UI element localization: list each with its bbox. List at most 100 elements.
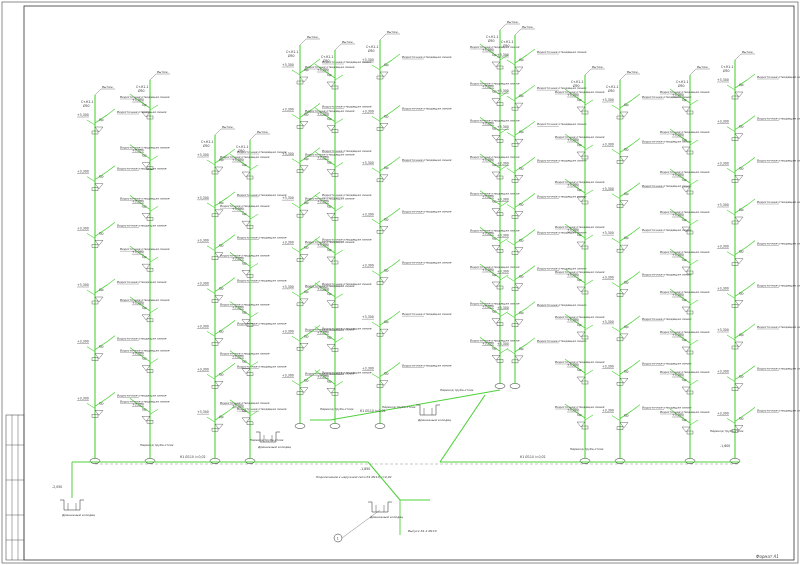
cleanout-symbol — [144, 458, 156, 464]
branch-pipe — [746, 365, 756, 372]
revision-symbol — [211, 299, 219, 303]
revision-symbol — [511, 251, 519, 255]
branch-pipe — [299, 286, 313, 296]
branch-pipe — [689, 419, 699, 426]
branch-pipe — [94, 114, 108, 124]
trap-label: Gp — [219, 158, 224, 162]
branch-pipe — [746, 240, 756, 247]
elevation-label: +3,300 — [717, 203, 729, 207]
riser-diameter: Ø50 — [503, 43, 510, 48]
branch-pipe — [746, 115, 756, 122]
elevation-label: +3,300 — [232, 306, 244, 310]
elevation-mid: -1,850 — [360, 467, 370, 471]
branch-pipe — [137, 302, 151, 312]
revision-symbol — [91, 244, 99, 248]
revision-symbol — [731, 387, 739, 391]
elevation-label: +3,300 — [317, 287, 329, 291]
revision-symbol — [331, 129, 339, 133]
trap-label: Gp — [682, 178, 687, 182]
fixture-symbol — [619, 333, 629, 340]
elevation-label: +3,300 — [672, 293, 684, 297]
fixture-symbol — [681, 266, 691, 273]
branch-pipe — [619, 365, 633, 375]
branch-pipe — [514, 163, 528, 172]
cleanout-symbol — [684, 458, 696, 464]
branch-pipe — [677, 214, 691, 224]
revision-symbol — [616, 293, 624, 297]
fixture-symbol — [241, 171, 251, 178]
trap-label: Gp — [304, 68, 309, 72]
branch-pipe — [299, 330, 313, 340]
riser-diameter: Ø50 — [203, 143, 210, 148]
trap-label: Gp — [99, 345, 104, 349]
fixture-symbol — [619, 200, 629, 207]
trap-label: Gp — [577, 233, 582, 237]
side-note: Водосточная отводящая линия — [220, 253, 270, 257]
trap-label: Gp — [219, 201, 224, 205]
fixture-symbol — [619, 111, 629, 118]
branch-pipe — [499, 348, 509, 354]
elevation-label: +3,300 — [77, 226, 89, 230]
side-note: Водосточная отводящая линия — [237, 407, 287, 411]
riser-tag: Ст.К1-1 — [721, 65, 734, 69]
riser-diameter: Ø50 — [138, 88, 145, 93]
side-note: Водосточная отводящая линия — [470, 45, 520, 49]
side-note: Водосточная отводящая линия — [322, 193, 372, 197]
branch-pipe — [677, 94, 691, 104]
elevation-label: +3,300 — [567, 138, 579, 142]
trap-label: Gp — [577, 98, 582, 102]
trap-label: Gp — [142, 407, 147, 411]
trap-label: Gp — [304, 290, 309, 294]
elevation-label: +3,300 — [497, 270, 509, 274]
side-note: Водосточная отводящая линия — [537, 122, 587, 126]
fixture-symbol — [491, 245, 501, 251]
revision-symbol — [686, 230, 694, 235]
trap-label: Gp — [327, 292, 332, 296]
branch-pipe — [514, 307, 528, 317]
fixture-symbol — [514, 211, 524, 217]
branch-pipe — [371, 270, 381, 276]
side-note: Водосточная отводящая линия — [237, 279, 287, 283]
branch-pipe — [514, 343, 528, 353]
fixture-symbol — [514, 102, 524, 109]
branch-pipe — [506, 276, 516, 282]
branch-pipe — [689, 139, 699, 146]
elevation-label: +3,300 — [362, 58, 374, 62]
branch-pipe — [137, 251, 151, 261]
trap-label: Gp — [624, 281, 629, 285]
branch-pipe — [391, 105, 401, 112]
revision-symbol — [376, 75, 384, 80]
branch-pipe — [689, 219, 699, 226]
branch-pipe — [506, 168, 516, 174]
fixture-symbol — [299, 254, 309, 260]
revision-symbol — [246, 323, 254, 327]
branch-pipe — [214, 411, 228, 421]
side-note: Водосточная отводящая линия — [660, 130, 710, 134]
trap-label: Gp — [519, 166, 524, 170]
trap-label: Gp — [99, 175, 104, 179]
branch-pipe — [334, 205, 344, 212]
fixture-symbol — [379, 71, 389, 78]
elevation-label: +3,300 — [567, 183, 579, 187]
leader-line — [584, 68, 592, 76]
branch-pipe — [299, 109, 313, 118]
elevation-label: +3,300 — [197, 239, 209, 243]
branch-pipe — [746, 323, 756, 331]
branch-pipe — [206, 202, 216, 209]
side-note: Водосточная отводящая линия — [117, 393, 167, 397]
cleanout-symbol — [244, 458, 256, 464]
branch-pipe — [214, 197, 228, 207]
trap-label: Gp — [327, 248, 332, 252]
branch-pipe — [94, 171, 108, 180]
riser-tag: Ст.К1-1 — [571, 80, 584, 84]
branch-pipe — [611, 104, 621, 111]
fixture-symbol — [681, 226, 691, 233]
fixture-symbol — [299, 209, 309, 216]
elevation-label: +3,300 — [717, 286, 729, 290]
branch-pipe — [499, 274, 509, 281]
vent-label: Вытяж. — [592, 65, 604, 69]
branch-pipe — [137, 403, 151, 413]
revision-symbol — [686, 110, 694, 115]
trap-label: Gp — [384, 166, 389, 170]
trap-label: Gp — [624, 369, 629, 373]
